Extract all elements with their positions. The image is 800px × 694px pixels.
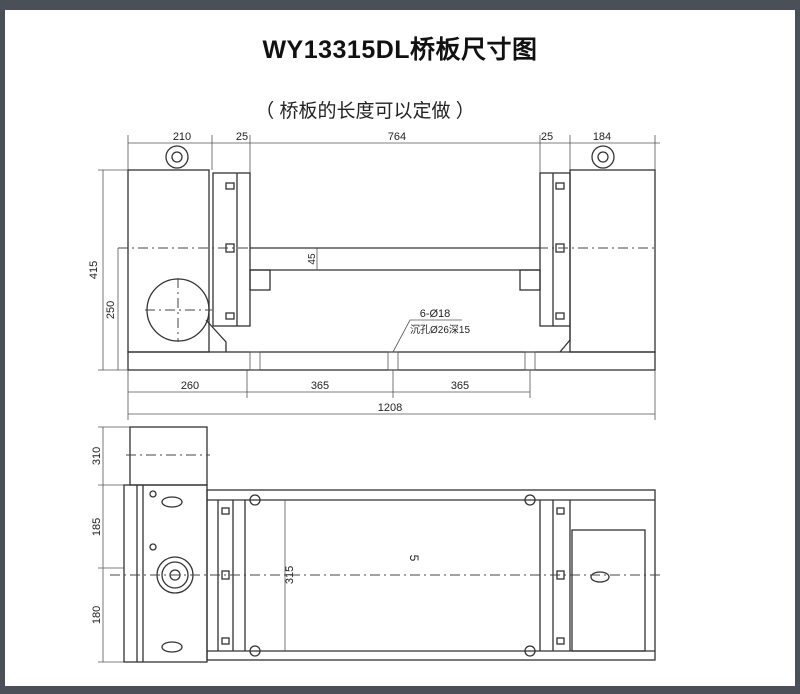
dim-25-right: 25: [541, 131, 553, 143]
dim-184: 184: [593, 131, 611, 143]
dim-365-a: 365: [311, 380, 329, 392]
page-title: WY13315DL桥板尺寸图: [262, 36, 538, 64]
left-plate: [212, 172, 251, 327]
beam-block-right: [519, 269, 541, 291]
left-housing: [127, 169, 210, 353]
right-plate: [539, 172, 571, 327]
dim-250: 250: [105, 301, 117, 319]
dim-310: 310: [91, 447, 103, 465]
lifting-eye-left: [165, 145, 189, 169]
beam-block-left: [249, 269, 271, 291]
hole-note-counterbore: 沉孔Ø26深15: [410, 323, 470, 336]
right-housing: [569, 169, 656, 353]
dim-25-left: 25: [236, 131, 248, 143]
dim-764: 764: [388, 131, 406, 143]
dim-315: 315: [284, 566, 296, 584]
hole-note-count: 6-Ø18: [420, 308, 451, 320]
dim-180: 180: [91, 606, 103, 624]
right-end-box: [571, 529, 646, 652]
lifting-eye-right: [591, 145, 615, 169]
dim-415: 415: [88, 261, 100, 279]
dim-185: 185: [91, 518, 103, 536]
center-label: 5: [407, 555, 421, 562]
left-top-box: [129, 426, 208, 486]
dim-210: 210: [173, 131, 191, 143]
front-view: 210 25 764 25 184 45: [88, 131, 660, 420]
page-subtitle: （ 桥板的长度可以定做 ）: [255, 101, 475, 122]
dim-365-b: 365: [451, 380, 469, 392]
plan-view: 310 185 180 315 5: [91, 426, 660, 663]
dim-260: 260: [181, 380, 199, 392]
dim-1208: 1208: [378, 402, 402, 414]
dim-45: 45: [307, 253, 318, 265]
base-plate: [127, 351, 656, 371]
